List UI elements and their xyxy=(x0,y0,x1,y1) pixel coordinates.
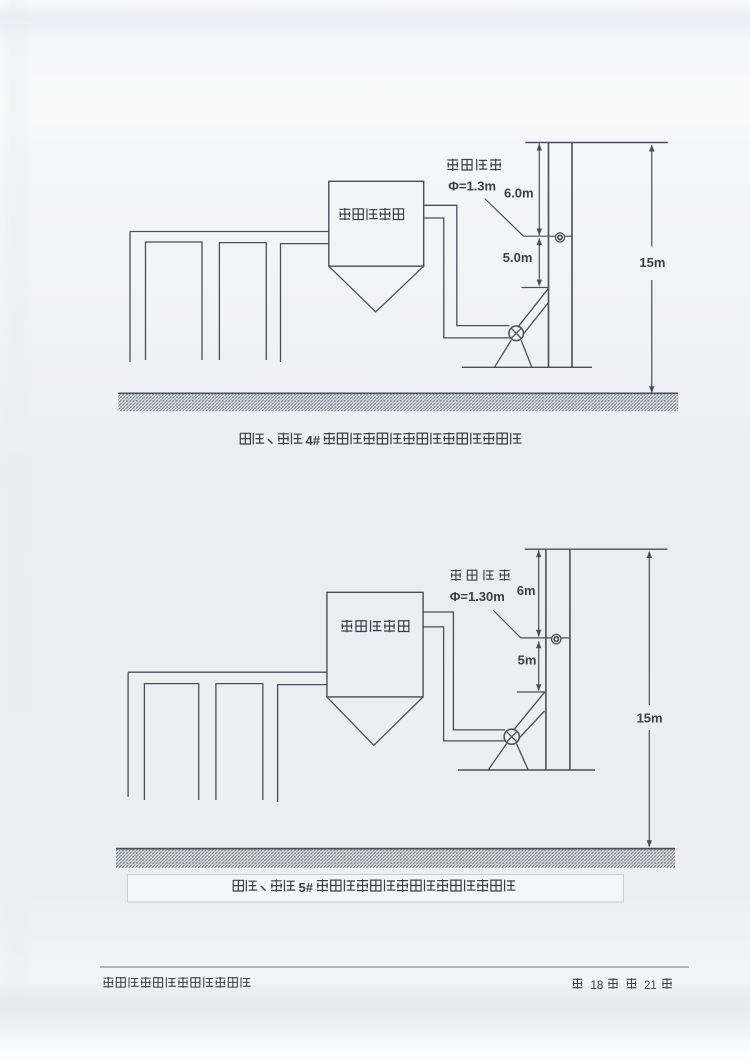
svg-text:5#: 5# xyxy=(299,880,314,895)
svg-text:6m: 6m xyxy=(517,583,536,598)
svg-text:Φ=1.3m: Φ=1.3m xyxy=(448,179,496,194)
svg-text:5m: 5m xyxy=(518,652,537,667)
svg-text:21: 21 xyxy=(644,980,657,992)
svg-text:Φ=1.30m: Φ=1.30m xyxy=(450,589,505,604)
svg-text:15m: 15m xyxy=(637,710,663,725)
svg-text:4#: 4# xyxy=(306,433,321,448)
svg-text:6.0m: 6.0m xyxy=(504,185,534,200)
svg-text:18: 18 xyxy=(591,980,604,992)
svg-text:5.0m: 5.0m xyxy=(503,250,533,265)
svg-text:15m: 15m xyxy=(639,255,665,270)
